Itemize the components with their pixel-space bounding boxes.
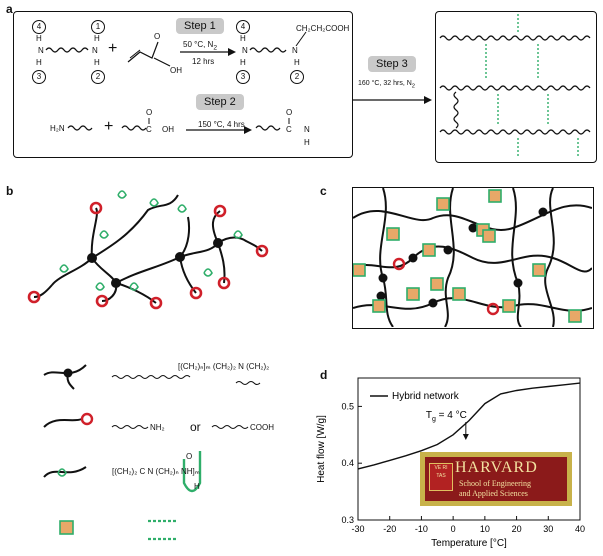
tg-arrow-head: [463, 434, 469, 440]
tg-annotation: Tg = 4 °C: [426, 410, 467, 423]
panel-c-letter: c: [320, 184, 327, 198]
legend-row3-O: O: [186, 452, 192, 461]
x-tick-label: -30: [351, 524, 364, 534]
step2-product-wave: [256, 126, 280, 130]
x-tick-label: 10: [480, 524, 490, 534]
panel-a-drawing: [0, 0, 603, 170]
harvard-seal: VE RI TAS: [429, 463, 453, 491]
amine-chain-wave: [46, 48, 88, 52]
chain-ends: [29, 203, 267, 308]
x-tick-label: -20: [383, 524, 396, 534]
legend-row3-H: H: [194, 482, 200, 491]
y-tick-label: 0.5: [341, 401, 354, 411]
harvard-logo: VE RI TAS HARVARD School of Engineering …: [420, 452, 572, 506]
x-tick-label: 40: [575, 524, 585, 534]
harvard-line2: and Applied Sciences: [459, 489, 528, 498]
x-tick-label: -10: [415, 524, 428, 534]
legend-row1-formula: [(CH₂)ₙ]ₘ (CH₂)₂ N (CH₂)₂: [178, 362, 269, 371]
panel-c-network: [353, 188, 592, 327]
step2-acid-wave: [122, 126, 146, 130]
harvard-line1: School of Engineering: [459, 479, 531, 488]
x-tick-label: 0: [451, 524, 456, 534]
x-axis-label: Temperature [°C]: [431, 538, 507, 549]
legend-row3-formula: [(CH₂)₂ C N (CH₂)ₙ NH]ₘ: [112, 467, 200, 476]
legend-row2-nh2: NH₂: [150, 423, 165, 432]
h-bond-network: [440, 36, 590, 134]
panel-b-branched-polymer: [0, 175, 300, 335]
x-tick-label: 30: [543, 524, 553, 534]
legend-symbols: [0, 355, 320, 555]
harvard-name: HARVARD: [455, 459, 538, 477]
x-tick-label: 20: [512, 524, 522, 534]
product-chain-wave: [250, 48, 286, 52]
legend-row2-cooh: COOH: [250, 423, 274, 432]
network-chains: [353, 188, 592, 327]
legend-row2-or: or: [190, 420, 201, 434]
y-tick-label: 0.4: [341, 458, 354, 468]
y-tick-label: 0.3: [341, 515, 354, 525]
crosslink-nodes: [87, 238, 223, 288]
y-axis-label: Heat flow [W/g]: [316, 415, 327, 483]
legend-label: Hybrid network: [392, 391, 460, 402]
step2-amine-wave: [68, 126, 92, 130]
